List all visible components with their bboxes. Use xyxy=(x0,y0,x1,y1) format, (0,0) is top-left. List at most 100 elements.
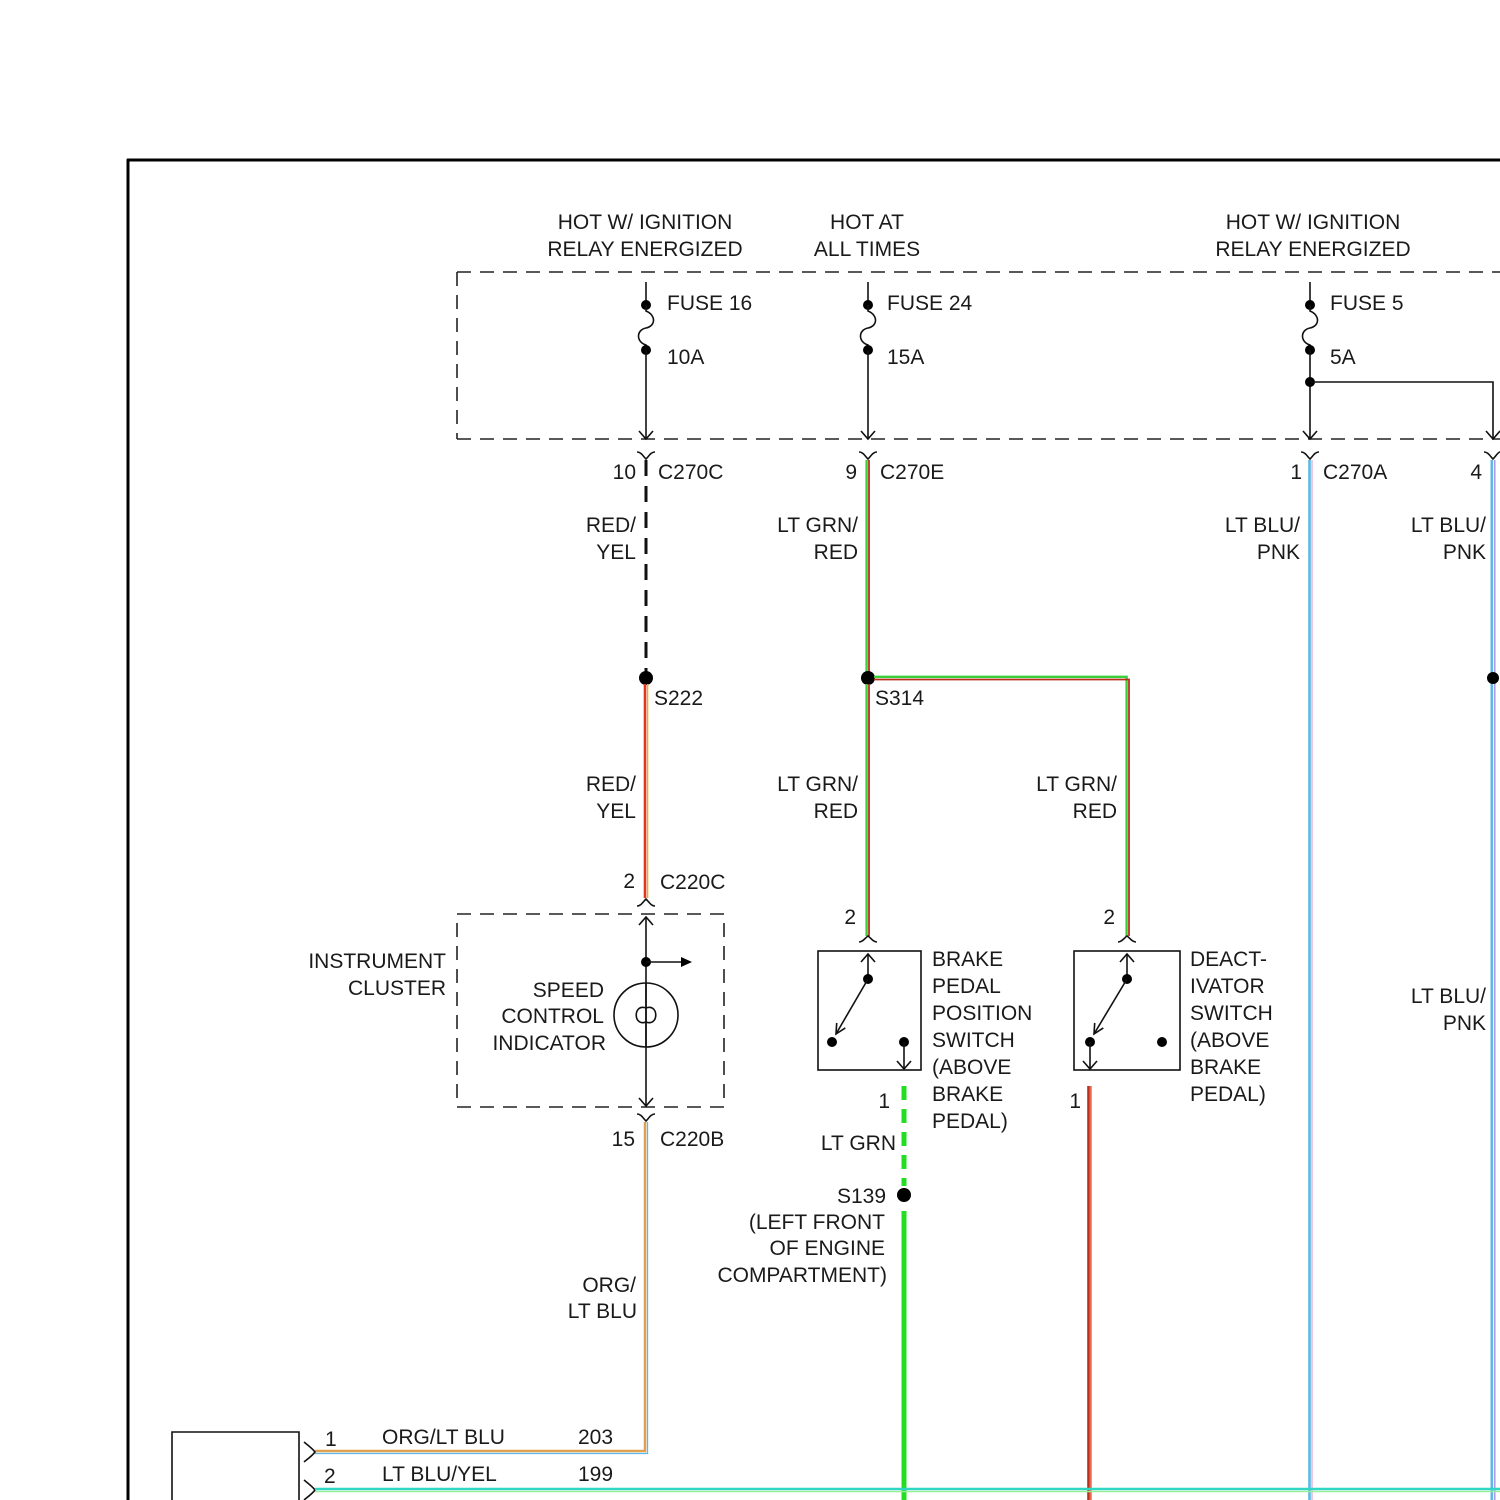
brake-switch-label-line7: PEDAL) xyxy=(932,1110,1008,1133)
connector-c270e-id: C270E xyxy=(880,461,944,484)
fuse-5-rating: 5A xyxy=(1330,346,1356,369)
control-module-outline xyxy=(172,1432,299,1500)
wire-c270e-to-s314-label-line1: LT GRN/ xyxy=(777,514,858,537)
wire-brake-switch-out-label: LT GRN xyxy=(821,1132,896,1155)
deactivator-output-pin: 1 xyxy=(1069,1090,1081,1113)
power-source-1-line2: RELAY ENERGIZED xyxy=(547,238,742,261)
brake-switch-label-line2: PEDAL xyxy=(932,975,1001,998)
splice-s139-location-line2: OF ENGINE xyxy=(769,1237,885,1260)
fuse-5-branch xyxy=(1310,382,1493,439)
connector-c220b-id: C220B xyxy=(660,1128,724,1151)
fuse-box-connector-labels: 10 C270C 9 C270E 1 C270A 4 xyxy=(613,461,1483,484)
wire-s314-to-deactivator-label-line2: RED xyxy=(1073,800,1117,823)
fuse-16: FUSE 16 10A xyxy=(637,282,752,459)
splice-s222-label: S222 xyxy=(654,687,703,710)
speed-control-indicator-label-line1: SPEED xyxy=(533,979,604,1002)
speed-control-indicator-label-line2: CONTROL xyxy=(501,1005,604,1028)
connector-c270a-pin1-female-terminal xyxy=(1301,452,1319,459)
deactivator-label-line6: PEDAL) xyxy=(1190,1083,1266,1106)
deactivator-switch: 2 DEACT- IVATOR SWITCH (ABOVE BRAKE PEDA… xyxy=(1069,906,1273,1500)
fuse-24-element xyxy=(861,305,876,350)
circuit-lt-grn-red: LT GRN/ RED S314 LT GRN/ RED LT GRN/ RED xyxy=(777,460,1129,936)
power-source-2-line1: HOT AT xyxy=(830,211,904,234)
wire-s222-to-c220c-label-line2: YEL xyxy=(596,800,636,823)
fuse-16-rating: 10A xyxy=(667,346,704,369)
wire-c220b-out-label-line1: ORG/ xyxy=(582,1274,636,1297)
fuse-5-element xyxy=(1303,305,1318,350)
brake-switch-input-female-terminal xyxy=(859,936,877,942)
wire-c270a-pin4-upper-label-line2: PNK xyxy=(1443,541,1486,564)
wire-s222-to-c220c-label-line1: RED/ xyxy=(586,773,636,796)
connector-c270e-female-terminal xyxy=(859,452,877,459)
wire-s314-to-deactivator-label-line1: LT GRN/ xyxy=(1036,773,1117,796)
deactivator-label-line2: IVATOR xyxy=(1190,975,1265,998)
wire-c270a-pin1-label-line1: LT BLU/ xyxy=(1225,514,1300,537)
instrument-cluster-label-line2: CLUSTER xyxy=(348,977,446,1000)
splice-s139-label: S139 xyxy=(837,1185,886,1208)
deactivator-arm xyxy=(1094,979,1127,1034)
connector-c270c-female-terminal xyxy=(637,452,655,459)
module-pin-1-terminal xyxy=(304,1442,315,1462)
connector-c220b-female-terminal xyxy=(637,1114,655,1121)
splice-pin4-dot xyxy=(1487,672,1499,684)
power-source-3-line2: RELAY ENERGIZED xyxy=(1215,238,1410,261)
instrument-cluster: INSTRUMENT CLUSTER SPEED CONTROL INDICAT… xyxy=(308,914,724,1107)
power-source-labels: HOT W/ IGNITION RELAY ENERGIZED HOT AT A… xyxy=(547,211,1410,261)
wire-c270a-pin4-upper-label-line1: LT BLU/ xyxy=(1411,514,1486,537)
connector-c220c-id: C220C xyxy=(660,871,725,894)
wire-c270c-to-s222-label-line2: YEL xyxy=(596,541,636,564)
connector-c270a-pin: 1 xyxy=(1290,461,1302,484)
brake-switch-output-pin: 1 xyxy=(878,1090,890,1113)
module-pin-1-number: 1 xyxy=(325,1428,337,1451)
brake-switch-outline xyxy=(818,951,921,1070)
circuit-red-yel: RED/ YEL S222 RED/ YEL 2 C220C xyxy=(586,460,726,906)
power-source-3-line1: HOT W/ IGNITION xyxy=(1226,211,1401,234)
indicator-feed-arrow-head xyxy=(681,957,692,967)
deactivator-label-line3: SWITCH xyxy=(1190,1002,1273,1025)
circuit-lt-blu-pnk-pin4: LT BLU/ PNK LT BLU/ PNK xyxy=(1411,460,1499,1500)
splice-s314-label: S314 xyxy=(875,687,924,710)
wire-c270a-pin4-lower-label-line1: LT BLU/ xyxy=(1411,985,1486,1008)
power-source-2-line2: ALL TIMES xyxy=(814,238,920,261)
speed-control-indicator-bulb-icon xyxy=(614,983,678,1047)
wire-c270c-to-s222-label-line1: RED/ xyxy=(586,514,636,537)
fuse-24-name: FUSE 24 xyxy=(887,292,973,315)
deactivator-label-line5: BRAKE xyxy=(1190,1056,1261,1079)
splice-s139-location-line3: COMPARTMENT) xyxy=(717,1264,887,1287)
brake-switch-label-line6: BRAKE xyxy=(932,1083,1003,1106)
connector-c270c-pin: 10 xyxy=(613,461,636,484)
brake-switch-arm xyxy=(836,979,868,1034)
power-source-1-line1: HOT W/ IGNITION xyxy=(558,211,733,234)
deactivator-input-pin: 2 xyxy=(1103,906,1115,929)
fuse-24-rating: 15A xyxy=(887,346,924,369)
brake-switch-label-line3: POSITION xyxy=(932,1002,1032,1025)
module-pin-1-circuit: 203 xyxy=(578,1426,613,1449)
module-pin-2-wire-color: LT BLU/YEL xyxy=(382,1463,497,1486)
splice-s222-dot xyxy=(639,671,653,685)
connector-c270a-pin4: 4 xyxy=(1470,461,1482,484)
brake-switch-contact-open xyxy=(827,1037,837,1047)
fuse-24: FUSE 24 15A xyxy=(859,282,973,459)
fuse-16-element xyxy=(639,305,654,350)
fuse-5-name: FUSE 5 xyxy=(1330,292,1404,315)
diagram-frame xyxy=(127,159,1500,1500)
module-pin-2-number: 2 xyxy=(324,1465,336,1488)
connector-c270a-id: C270A xyxy=(1323,461,1387,484)
connector-c220c-female-terminal xyxy=(637,899,655,906)
deactivator-label-line1: DEACT- xyxy=(1190,948,1267,971)
circuit-org-lt-blu: 15 C220B ORG/ LT BLU xyxy=(315,1114,724,1454)
connector-c270e-pin: 9 xyxy=(845,461,857,484)
instrument-cluster-label-line1: INSTRUMENT xyxy=(308,950,446,973)
brake-switch-label-line5: (ABOVE xyxy=(932,1056,1011,1079)
connector-c220c-pin: 2 xyxy=(623,870,635,893)
connector-c270c-id: C270C xyxy=(658,461,723,484)
brake-switch-input-pin: 2 xyxy=(844,906,856,929)
control-module: 1 ORG/LT BLU 203 2 LT BLU/YEL 199 xyxy=(172,1426,1500,1500)
speed-control-indicator-label-line3: INDICATOR xyxy=(492,1032,606,1055)
deactivator-contact-open xyxy=(1157,1037,1167,1047)
connector-c220b-pin: 15 xyxy=(612,1128,635,1151)
wire-s314-to-brake-switch-label-line1: LT GRN/ xyxy=(777,773,858,796)
wire-c270e-to-s314-label-line2: RED xyxy=(814,541,858,564)
brake-switch-label-line4: SWITCH xyxy=(932,1029,1015,1052)
